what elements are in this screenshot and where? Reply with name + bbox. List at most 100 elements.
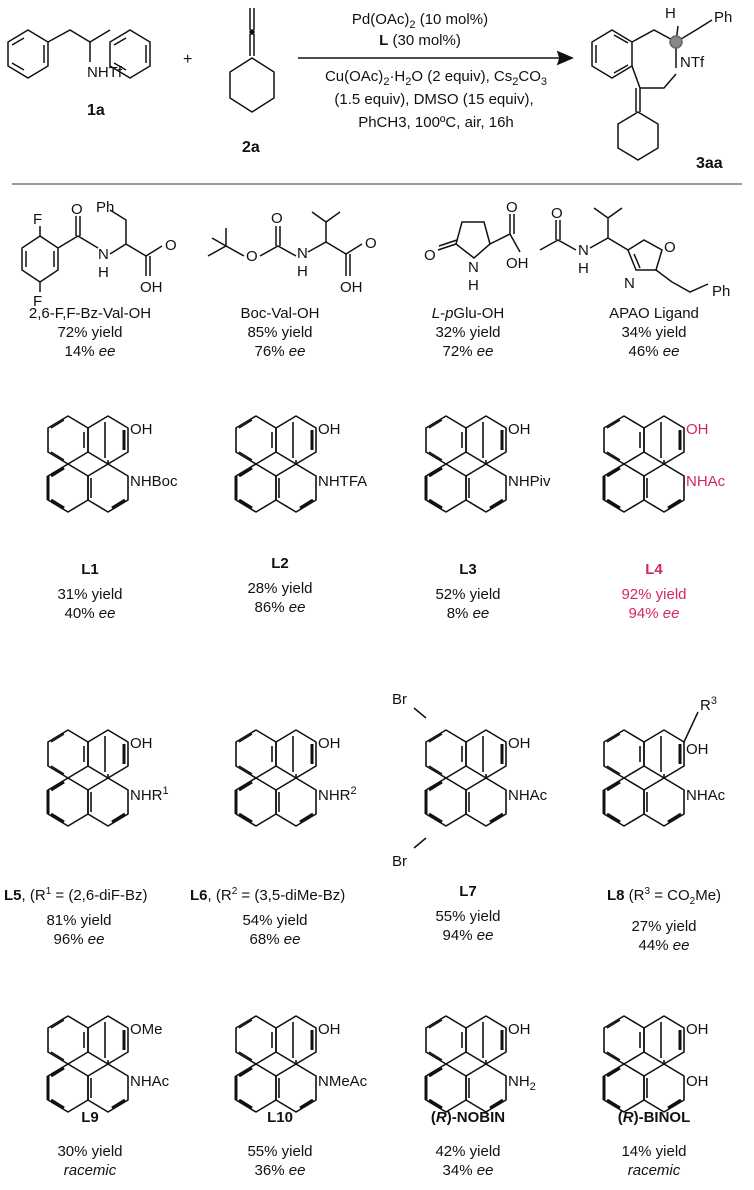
cond-line-1: Pd(OAc)2 (10 mol%): [352, 11, 488, 31]
ligand-ee: 14%: [64, 343, 95, 360]
ligand-structure-L7: [424, 728, 508, 828]
ligand-caption-L4: L4 92% yield 94% ee: [564, 560, 744, 623]
L7-bottom-group: NHAc: [508, 787, 548, 804]
L10-bottom-group: NMeAc: [318, 1073, 368, 1090]
ligand-structure-3: [437, 214, 521, 259]
ligand-structure-binol: [602, 1014, 686, 1114]
ligand-structure-L6: [234, 728, 318, 828]
ligand-name: L5, (R1 = (2,6-diF-Bz): [4, 886, 148, 904]
L4-bottom-group: NHAc: [686, 473, 726, 490]
L9-top-group: OMe: [130, 1021, 163, 1038]
ligand-structure-L4: [602, 414, 686, 514]
ligand-structure-L5: [46, 728, 130, 828]
ligand-name: Boc-Val-OH: [240, 305, 320, 322]
ligand-caption-1: 2,6-F,F-Bz-Val-OH 72% yield 14% ee: [0, 304, 180, 361]
ligand-ee: 86%: [254, 599, 285, 616]
product-ntf-label: NTf: [680, 54, 705, 71]
ligand-name: L1: [81, 561, 99, 578]
sm1-nhtf-label: NHTf: [87, 64, 123, 81]
starting-material-1a: [7, 29, 151, 79]
ligand-caption-3: L-pGlu-OH 32% yield 72% ee: [378, 304, 558, 361]
ligand-structure-nobin: [424, 1014, 508, 1114]
L7-br-top: Br: [392, 691, 407, 708]
ligand-name: L-pGlu-OH: [431, 305, 505, 322]
ligand-structure-1: [21, 209, 163, 292]
ligand3-oh: OH: [506, 255, 529, 272]
ligand-ee: 96%: [53, 931, 84, 948]
ligand3-lactam-o: O: [424, 247, 436, 264]
L6-top-group: OH: [318, 735, 341, 752]
ligand2-acid-o: O: [365, 235, 377, 252]
product-3aa: [591, 19, 713, 161]
ligand-ee: 68%: [249, 931, 280, 948]
ligand-yield: 32% yield: [435, 324, 501, 341]
ligand-caption-L3: L3 52% yield 8% ee: [378, 560, 558, 623]
ligand-ee: 34%: [442, 1162, 473, 1179]
L7-top-group: OH: [508, 735, 531, 752]
L3-bottom-group: NHPiv: [508, 473, 551, 490]
ligand-yield: 30% yield: [57, 1143, 123, 1160]
L1-top-group: OH: [130, 421, 153, 438]
nobin-bottom-group: NH2: [508, 1073, 536, 1093]
ligand4-amide-o: O: [551, 205, 563, 222]
cond-line-2: L (30 mol%): [379, 32, 461, 49]
ligand1-oh: OH: [140, 279, 163, 296]
sm1-label: 1a: [87, 102, 105, 119]
ligand-caption-L1: L1 31% yield 40% ee: [0, 560, 180, 623]
ligand-yield: 92% yield: [621, 586, 687, 603]
ligand-ee: 40%: [64, 605, 95, 622]
ligand-yield: 55% yield: [247, 1143, 313, 1160]
ligand-ee: 44%: [638, 937, 669, 954]
ligand2-n: N: [297, 245, 308, 262]
ligand-caption-binol: (R)-BINOL 14% yield racemic: [564, 1109, 744, 1180]
cond-line-3: Cu(OAc)2·H2O (2 equiv), Cs2CO3: [325, 68, 547, 88]
ligand-ee: 94%: [628, 605, 659, 622]
ligand-structure-L8: [602, 728, 686, 828]
ligand1-f-bottom: F: [33, 293, 42, 310]
ligand-structure-L2: [234, 414, 318, 514]
ligand1-carbonyl-o: O: [71, 201, 83, 218]
ligand4-ring-o: O: [664, 239, 676, 256]
L10-top-group: OH: [318, 1021, 341, 1038]
plus-sign: +: [183, 51, 192, 68]
ligand-ee: 8%: [446, 605, 469, 622]
ligand-structure-2: [207, 211, 363, 276]
ligand-name: L4: [645, 561, 663, 578]
ligand-yield: 27% yield: [631, 918, 697, 935]
product-ph-label: Ph: [714, 9, 732, 26]
product-h-label: H: [665, 5, 676, 22]
ligand-structure-L3: [424, 414, 508, 514]
ligand4-n: N: [578, 242, 589, 259]
ligand3-acid-o: O: [506, 199, 518, 216]
ligand-ee: 46%: [628, 343, 659, 360]
ligand-structure-L10: [234, 1014, 318, 1114]
ligand4-ring-n: N: [624, 275, 635, 292]
ligand4-h: H: [578, 260, 589, 277]
ligand-name: 2,6-F,F-Bz-Val-OH: [28, 305, 152, 322]
ligand-caption-4: APAO Ligand 34% yield 46% ee: [564, 304, 744, 361]
L7-br-bottom: Br: [392, 853, 407, 870]
ligand1-n: N: [98, 246, 109, 263]
L1-bottom-group: NHBoc: [130, 473, 178, 490]
L5-bottom-group: NHR1: [130, 785, 169, 804]
ligand-caption-2: Boc-Val-OH 85% yield 76% ee: [190, 304, 370, 361]
L8-top-group: OH: [686, 741, 709, 758]
ligand-caption-L9: L9 30% yield racemic: [0, 1109, 180, 1180]
ligand-caption-L10: L10 55% yield 36% ee: [190, 1109, 370, 1180]
ligand-caption-L6: L6, (R2 = (3,5-diMe-Bz) 54% yield 68% ee: [190, 882, 390, 949]
sm2-label: 2a: [242, 139, 260, 156]
conditions: Pd(OAc)2 (10 mol%) L (30 mol%) Cu(OAc)2·…: [325, 11, 547, 131]
ligand-yield: 85% yield: [247, 324, 313, 341]
ligand-caption-L8: L8 (R3 = CO2Me) 27% yield 44% ee: [574, 882, 754, 955]
ligand-ee: 36%: [254, 1162, 285, 1179]
ligand-name: L3: [459, 561, 477, 578]
ligand-name: L8 (R3 = CO2Me): [606, 886, 722, 907]
ligand-yield: 28% yield: [247, 580, 313, 597]
ligand-caption-L5: L5, (R1 = (2,6-diF-Bz) 81% yield 96% ee: [4, 882, 194, 949]
ligand-yield: 72% yield: [57, 324, 123, 341]
ligand2-oh: OH: [340, 279, 363, 296]
ligand-yield: 52% yield: [435, 586, 501, 603]
ligand1-h: H: [98, 264, 109, 281]
ligand-name: APAO Ligand: [609, 305, 699, 322]
